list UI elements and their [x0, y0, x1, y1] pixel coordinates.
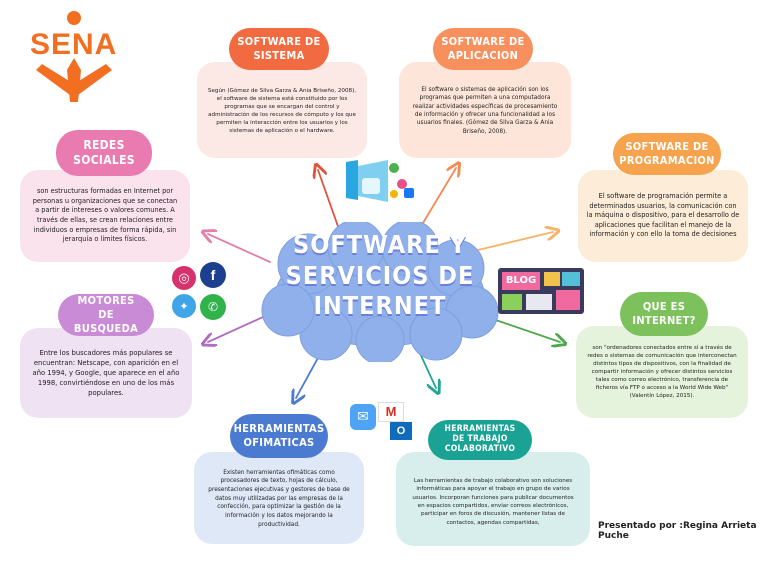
- que-es-internet-text: son "ordenadores conectados entre sí a t…: [587, 344, 737, 400]
- outlook-icon: O: [390, 422, 412, 440]
- motores-busqueda-box: Entre los buscadores más populares se en…: [20, 328, 192, 418]
- que-es-internet-box: son "ordenadores conectados entre sí a t…: [576, 326, 748, 418]
- sena-logo: SENA: [22, 6, 132, 106]
- redes-sociales-box: son estructuras formadas en Internet por…: [20, 170, 190, 262]
- herramientas-trabajo-text: Las herramientas de trabajo colaborativo…: [412, 477, 574, 526]
- blog-screen-4: [526, 294, 552, 310]
- blog-illustration: BLOG: [498, 268, 584, 314]
- twitter-icon: ✦: [172, 294, 196, 318]
- herramientas-ofimaticas-box: Existen herramientas ofimáticas como pro…: [194, 452, 364, 544]
- office-apps-illustration: ✉ M O: [350, 398, 416, 444]
- redes-sociales-title: REDES SOCIALES: [56, 130, 152, 176]
- software-sistema-title: SOFTWARE DE SISTEMA: [229, 28, 329, 70]
- blog-sign: BLOG: [502, 272, 540, 290]
- software-aplicacion-title: SOFTWARE DE APLICACION: [433, 28, 533, 70]
- gmail-icon: M: [378, 402, 404, 422]
- herramientas-trabajo-box: Las herramientas de trabajo colaborativo…: [396, 452, 590, 546]
- software-programacion-box: El software de programación permite a de…: [578, 170, 748, 262]
- herramientas-ofimaticas-title: HERRAMIENTAS OFIMATICAS: [230, 414, 328, 458]
- software-aplicacion-box: El software o sistemas de aplicación son…: [399, 62, 571, 158]
- author-credit: Presentado por :Regina Arrieta Puche: [598, 521, 757, 541]
- blog-screen-1: [544, 272, 560, 286]
- blog-screen-2: [562, 272, 580, 286]
- sena-logo-text: SENA: [30, 28, 118, 61]
- center-title: SOFTWARE Y SERVICIOS DE INTERNET: [270, 230, 490, 322]
- blog-screen-3: [502, 294, 522, 310]
- facebook-icon: f: [200, 262, 226, 288]
- motores-busqueda-title: MOTORES DE BUSQUEDA: [58, 294, 154, 336]
- mail-app-icon: ✉: [350, 404, 376, 430]
- center-title-line-3: INTERNET: [313, 291, 447, 320]
- sena-logo-mark: [36, 11, 112, 102]
- que-es-internet-title: QUE ES INTERNET?: [620, 292, 708, 336]
- herramientas-trabajo-title: HERRAMIENTAS DE TRABAJO COLABORATIVO: [428, 420, 532, 460]
- software-sistema-text: Según (Gómez de Silva Garza & Ania Brise…: [207, 87, 357, 135]
- software-sistema-box: Según (Gómez de Silva Garza & Ania Brise…: [197, 62, 367, 158]
- instagram-icon: ◎: [172, 266, 196, 290]
- blog-screen-5: [556, 290, 580, 310]
- software-programacion-title: SOFTWARE DE PROGRAMACION: [613, 133, 721, 175]
- herramientas-ofimaticas-text: Existen herramientas ofimáticas como pro…: [208, 469, 350, 528]
- software-programacion-text: El software de programación permite a de…: [586, 192, 740, 239]
- software-aplicacion-text: El software o sistemas de aplicación son…: [412, 86, 558, 135]
- megaphone-social-illustration: [346, 160, 414, 202]
- redes-sociales-text: son estructuras formadas en Internet por…: [32, 187, 178, 244]
- center-title-line-2: SERVICIOS DE: [285, 260, 475, 290]
- whatsapp-icon: ✆: [200, 294, 226, 320]
- center-cloud: [261, 222, 499, 362]
- motores-busqueda-text: Entre los buscadores más populares se en…: [32, 348, 180, 398]
- center-title-line-1: SOFTWARE Y: [293, 230, 467, 259]
